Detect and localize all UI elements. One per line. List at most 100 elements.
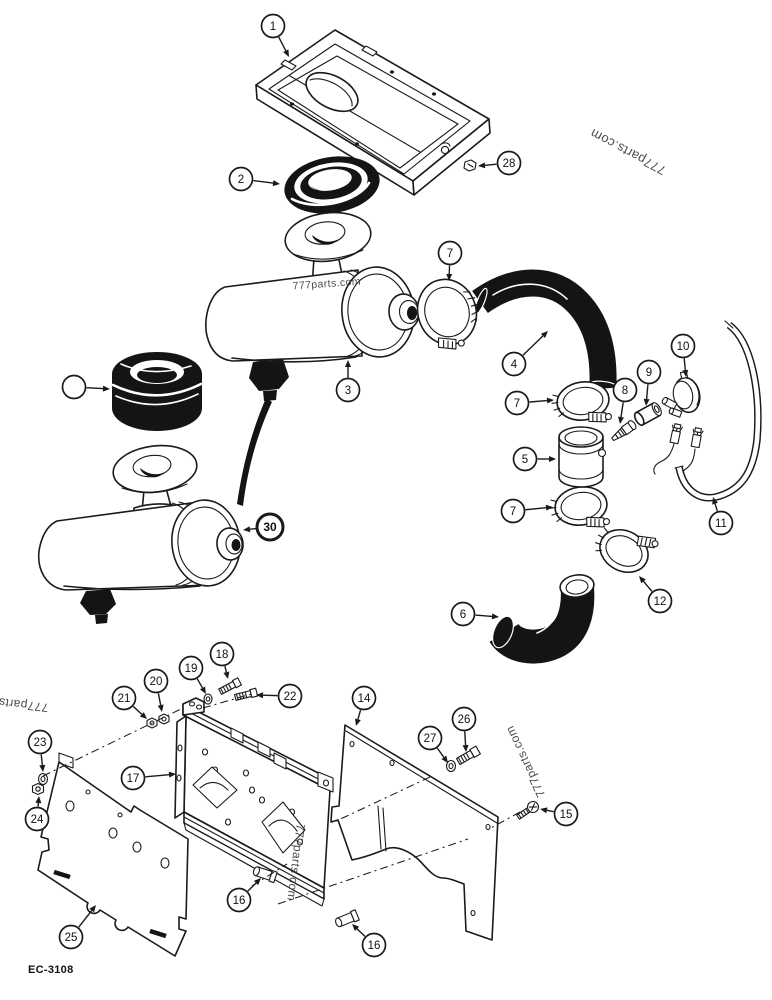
leader-line [145, 773, 170, 778]
washer-19 [203, 693, 213, 705]
callout-2: 2 [228, 166, 280, 192]
part-8-fitting [611, 420, 637, 441]
leader-line [78, 910, 93, 928]
callout-25: 25 [58, 905, 96, 950]
callout-3: 3 [335, 360, 361, 403]
watermark-text: 777parts.com [503, 724, 548, 800]
arrowhead [682, 369, 689, 377]
callout-20: 20 [143, 668, 169, 712]
arrowhead [639, 576, 646, 584]
leader-line [714, 503, 718, 512]
arrowhead [223, 671, 230, 679]
arrowhead [478, 162, 486, 169]
leader-line [436, 747, 445, 758]
callout-circle [260, 13, 286, 39]
callout-number: 16 [233, 895, 246, 907]
leader-line [529, 399, 548, 403]
callout-number: 4 [511, 359, 518, 371]
arrowhead [139, 712, 147, 719]
callout-number: 27 [424, 733, 437, 745]
callout-26: 26 [451, 706, 477, 752]
leader-line [475, 614, 493, 618]
leader-line [249, 527, 257, 530]
nut-20 [158, 713, 170, 725]
callout-16: 16 [226, 878, 261, 913]
callout-7: 7 [500, 498, 553, 524]
callout-number: 6 [460, 609, 466, 621]
callout-number: 12 [654, 596, 667, 608]
leader-line [525, 507, 547, 511]
callout-24: 24 [24, 796, 50, 832]
callout-number: 26 [458, 714, 471, 726]
leader-line [86, 386, 104, 390]
callout-circle [27, 729, 53, 755]
callout-number: 7 [447, 248, 453, 260]
part-11-tube [674, 320, 762, 502]
leader-line [224, 665, 228, 673]
watermark-text: 777parts [0, 695, 49, 715]
callout-14: 14 [351, 685, 377, 726]
callout-circle [437, 240, 463, 266]
part-14-panel [330, 724, 499, 941]
callout-circle [209, 641, 235, 667]
callout-circle [361, 932, 387, 958]
arrowhead [712, 497, 718, 505]
callout-circle [351, 685, 377, 711]
callout-circle [451, 706, 477, 732]
callout-circle [708, 510, 734, 536]
part-10-indicator [661, 370, 701, 418]
callout-circle [496, 150, 522, 176]
callout-number: 19 [185, 663, 198, 675]
callout-10: 10 [670, 333, 696, 377]
screw-15 [516, 800, 540, 820]
leader-line [247, 882, 257, 892]
callout-circle [612, 377, 638, 403]
callout-number: 25 [65, 932, 78, 944]
arrowhead [283, 49, 289, 57]
leader-line [357, 709, 362, 720]
arrowhead [618, 416, 624, 424]
arrowhead [549, 456, 556, 462]
bolt-16b [335, 909, 360, 928]
figure-code: EC-3108 [28, 964, 74, 976]
part-17-panel [174, 697, 334, 907]
arrowhead [35, 796, 42, 804]
arrowhead [256, 692, 264, 699]
callout-27: 27 [417, 725, 448, 763]
part-5-connector-tube [558, 426, 607, 488]
callout-18: 18 [209, 641, 235, 679]
leader-line [356, 928, 366, 937]
callout-number: 7 [510, 506, 516, 518]
callout-circle [647, 588, 673, 614]
part-30-air-cleaner [38, 444, 244, 624]
arrowhead [540, 807, 548, 814]
hose-clamp-7c [549, 486, 610, 528]
arrowhead [643, 398, 650, 406]
wire-terminals [653, 423, 704, 482]
callout-1: 1 [260, 13, 289, 57]
callout-circle [504, 390, 530, 416]
rubber-sleeve [111, 352, 203, 431]
leader-line [546, 809, 554, 813]
callout-circle [670, 333, 696, 359]
callout-15: 15 [540, 801, 579, 827]
arrowhead [462, 744, 469, 752]
callout-number: 17 [127, 773, 140, 785]
part-1-mounting-tray [255, 29, 491, 196]
callout-number: 2 [238, 174, 244, 186]
arrowhead [272, 180, 280, 187]
nut-24 [31, 782, 45, 796]
arrowhead [102, 385, 110, 392]
callout-circle [58, 924, 84, 950]
callout-circle [512, 446, 538, 472]
part-25-panel [37, 752, 189, 957]
arrowhead [199, 686, 206, 694]
callout-circle [120, 765, 146, 791]
callout-circle [61, 374, 87, 400]
callout-circle [500, 498, 526, 524]
callout-circle [277, 683, 303, 709]
callout-22: 22 [256, 683, 303, 709]
part-2-seal-ring [284, 156, 380, 214]
callout-circle [553, 801, 579, 827]
